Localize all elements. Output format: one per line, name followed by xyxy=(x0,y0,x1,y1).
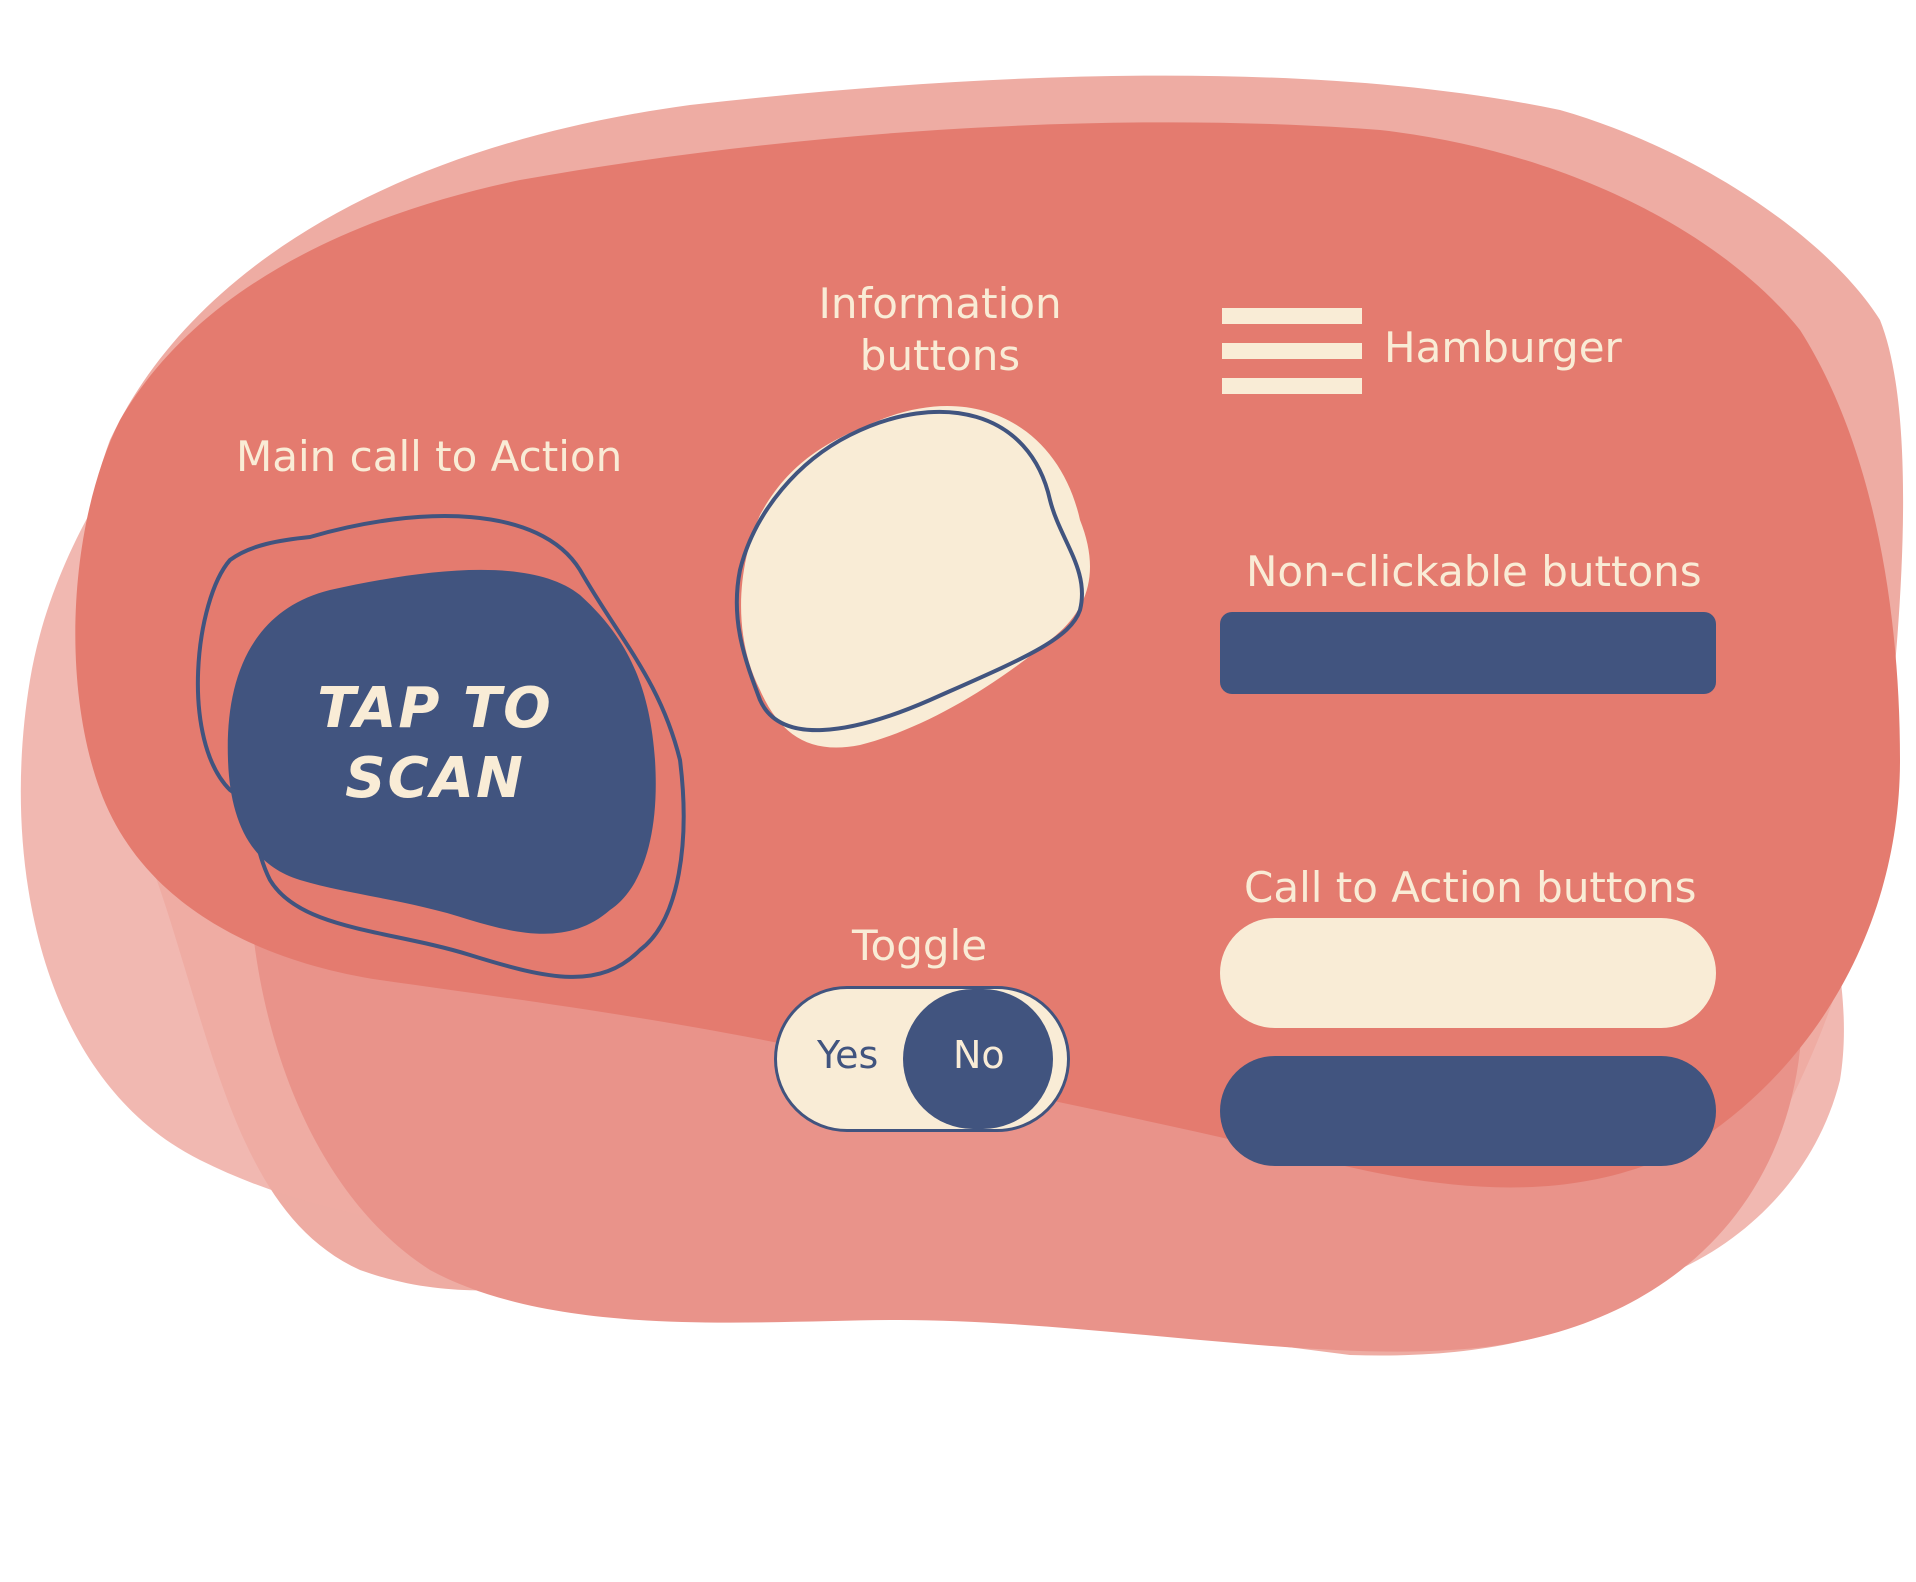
cta-buttons-label: Call to Action buttons xyxy=(1244,863,1697,912)
toggle-option-yes: Yes xyxy=(817,1033,879,1077)
hamburger-label: Hamburger xyxy=(1384,323,1622,372)
info-label-line2: buttons xyxy=(859,331,1021,380)
information-button[interactable] xyxy=(740,400,1080,745)
toggle-label: Toggle xyxy=(852,921,988,970)
hamburger-bar-bottom xyxy=(1222,378,1362,394)
cta-button-dark[interactable] xyxy=(1220,1056,1716,1166)
non-clickable-button xyxy=(1220,612,1716,694)
tap-scan-outline xyxy=(195,514,686,979)
toggle-knob xyxy=(903,989,1053,1129)
hamburger-bar-top xyxy=(1222,308,1362,324)
yes-no-toggle[interactable]: Yes No xyxy=(774,986,1070,1132)
tap-to-scan-button[interactable] xyxy=(225,560,645,930)
cta-button-light[interactable] xyxy=(1220,918,1716,1028)
info-blob-fill xyxy=(741,406,1090,748)
info-label-line1: Information xyxy=(818,279,1062,328)
toggle-option-no: No xyxy=(953,1033,1005,1077)
hamburger-menu-icon[interactable] xyxy=(1222,308,1362,394)
non-clickable-label: Non-clickable buttons xyxy=(1246,547,1702,596)
main-cta-label: Main call to Action xyxy=(236,432,623,481)
hamburger-bar-middle xyxy=(1222,343,1362,359)
info-blob-outline xyxy=(734,409,1084,733)
info-label: Information buttons xyxy=(780,278,1100,382)
tap-scan-fill xyxy=(227,569,656,934)
